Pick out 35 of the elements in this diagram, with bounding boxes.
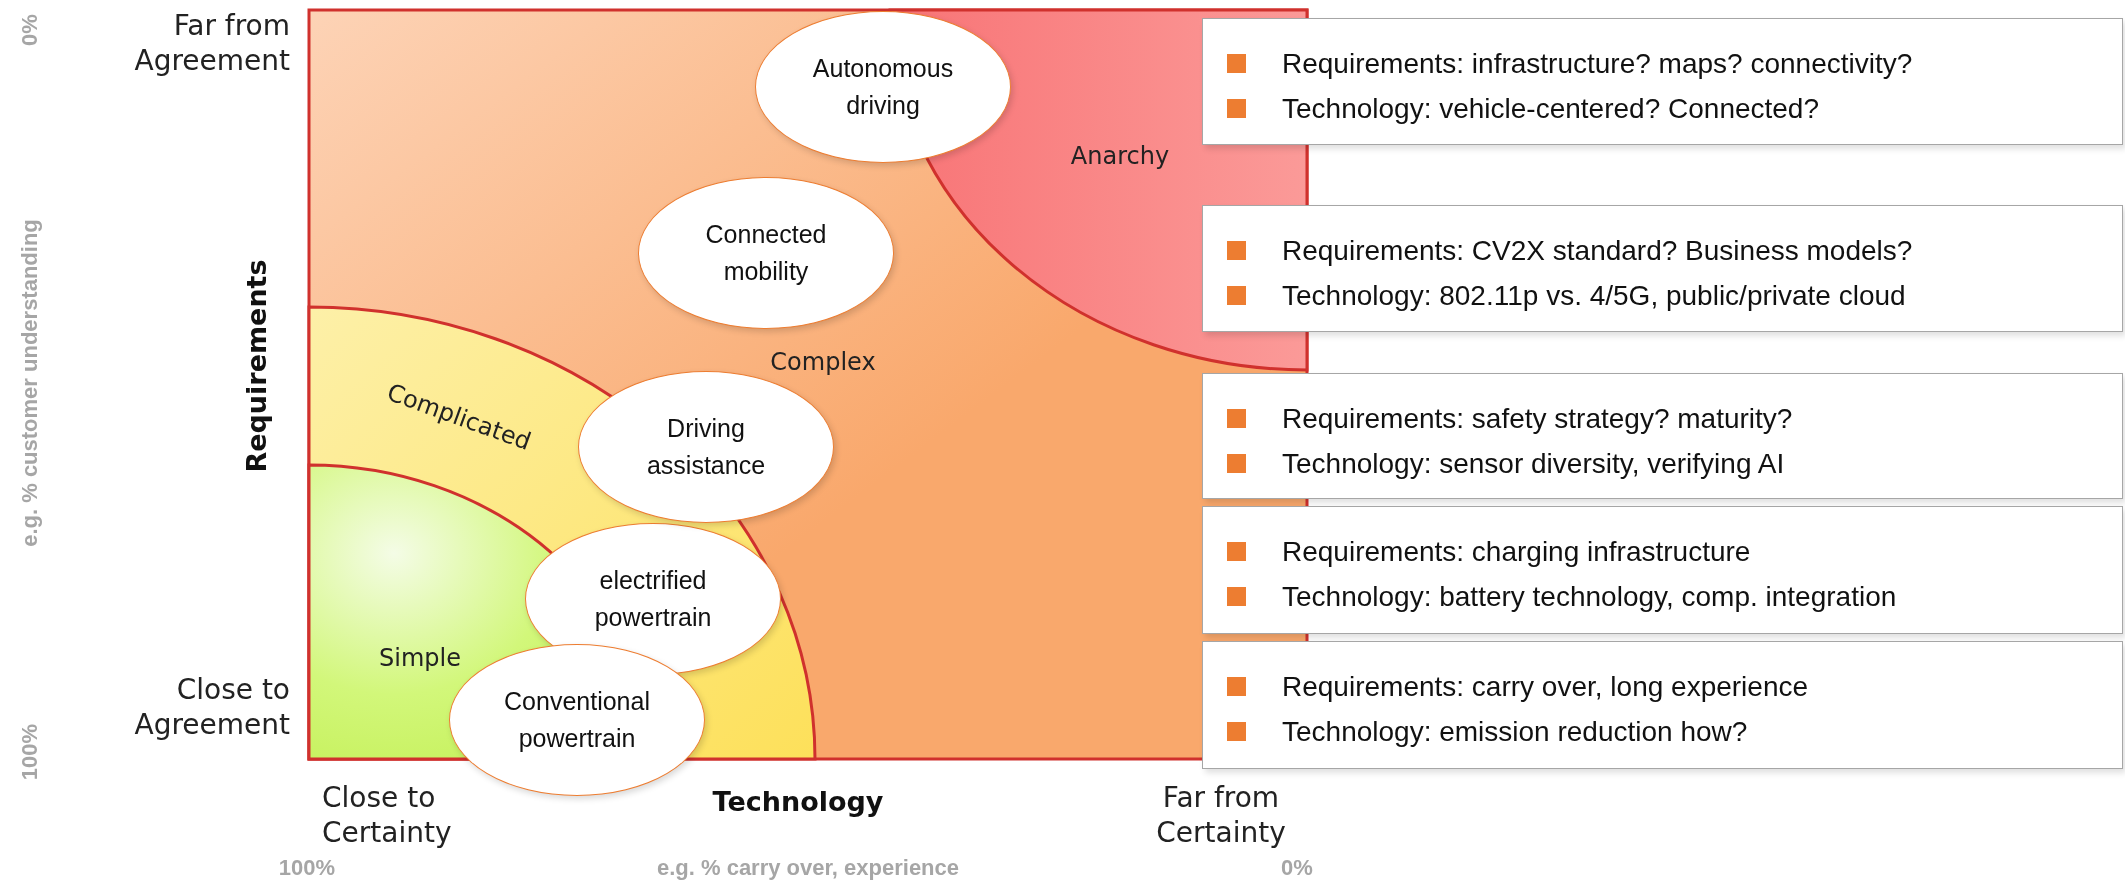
- percent-label: 0%: [1281, 854, 1313, 882]
- axis-note: e.g. % carry over, experience: [656, 854, 960, 882]
- axis-end-label: Far from Agreement: [133, 8, 290, 78]
- axis-note: e.g. % customer understanding: [16, 219, 44, 547]
- region-label: Simple: [379, 644, 461, 672]
- bullet-text: Technology: sensor diversity, verifying AI: [1282, 447, 1785, 480]
- topic-label: Autonomous driving: [811, 52, 955, 121]
- axis-end-label: Close to Agreement: [133, 672, 290, 742]
- bullet-text: Technology: emission reduction how?: [1282, 715, 1748, 748]
- topic-label: Driving assistance: [645, 412, 767, 481]
- topic-label: electrified powertrain: [593, 564, 713, 633]
- bullet-text: Requirements: safety strategy? maturity?: [1282, 402, 1793, 435]
- note-card: [1202, 641, 2123, 769]
- bullet-text: Requirements: infrastructure? maps? connectivity?: [1282, 47, 1913, 80]
- note-card: [1202, 18, 2123, 145]
- axis-title: Requirements: [240, 259, 274, 473]
- bullet-text: Requirements: charging infrastructure: [1282, 535, 1751, 568]
- region-label: Complex: [770, 348, 876, 376]
- bullet-text: Requirements: CV2X standard? Business models?: [1282, 234, 1913, 267]
- note-card: [1202, 506, 2123, 634]
- percent-label: 0%: [16, 14, 44, 46]
- percent-label: 100%: [16, 723, 44, 781]
- topic-label: Conventional powertrain: [503, 685, 651, 754]
- bullet-text: Technology: 802.11p vs. 4/5G, public/private cloud: [1282, 279, 1906, 312]
- axis-end-label: Far from Certainty: [1155, 780, 1287, 850]
- note-card: [1202, 373, 2123, 499]
- percent-label: 100%: [278, 854, 336, 882]
- topic-label: Connected mobility: [704, 218, 828, 287]
- bullet-text: Technology: vehicle-centered? Connected?: [1282, 92, 1820, 125]
- region-label: Anarchy: [1070, 142, 1170, 170]
- axis-title: Technology: [712, 785, 884, 819]
- note-card: [1202, 205, 2123, 332]
- bullet-text: Requirements: carry over, long experience: [1282, 670, 1809, 703]
- bullet-text: Technology: battery technology, comp. integration: [1282, 580, 1897, 613]
- axis-end-label: Close to Certainty: [322, 780, 453, 850]
